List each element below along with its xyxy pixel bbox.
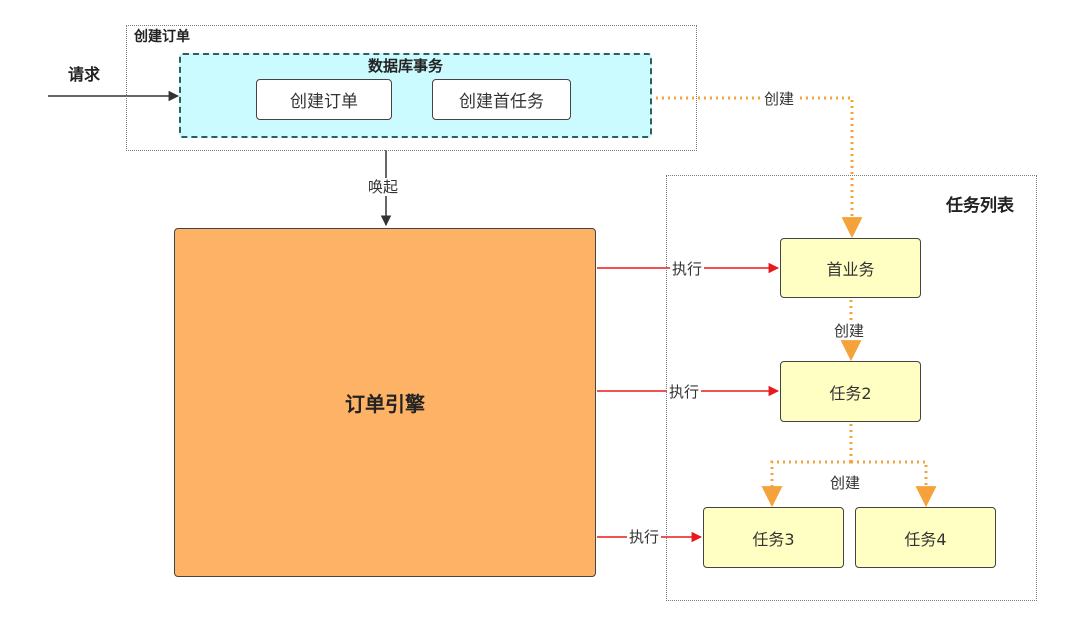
create-first-task-node: 创建首任务 <box>432 79 571 120</box>
execute-label-3: 执行 <box>627 528 662 546</box>
task2-node: 任务2 <box>780 361 921 422</box>
first-task-node: 首业务 <box>780 238 921 298</box>
db-transaction-box <box>179 53 652 138</box>
order-engine-node: 订单引擎 <box>174 228 596 577</box>
create-edge-label: 创建 <box>762 90 797 108</box>
db-transaction-title: 数据库事务 <box>368 57 444 75</box>
request-label: 请求 <box>68 65 101 84</box>
execute-label-1: 执行 <box>670 260 705 278</box>
create-order-node: 创建订单 <box>256 79 392 120</box>
create-label-first-to-task2: 创建 <box>832 322 867 340</box>
create-order-group <box>126 25 697 151</box>
task4-node: 任务4 <box>855 507 996 568</box>
task-list-title: 任务列表 <box>946 196 1014 216</box>
create-label-task2-split: 创建 <box>828 474 863 492</box>
task2-to-task4-connector <box>851 460 937 508</box>
task2-to-task3-connector <box>761 460 851 508</box>
wake-label: 唤起 <box>366 178 401 196</box>
task3-node: 任务3 <box>703 507 844 568</box>
task-list-group <box>666 175 1037 601</box>
execute-label-2: 执行 <box>667 383 702 401</box>
create-first-task-connector <box>572 96 863 239</box>
create-order-group-title: 创建订单 <box>134 29 190 45</box>
